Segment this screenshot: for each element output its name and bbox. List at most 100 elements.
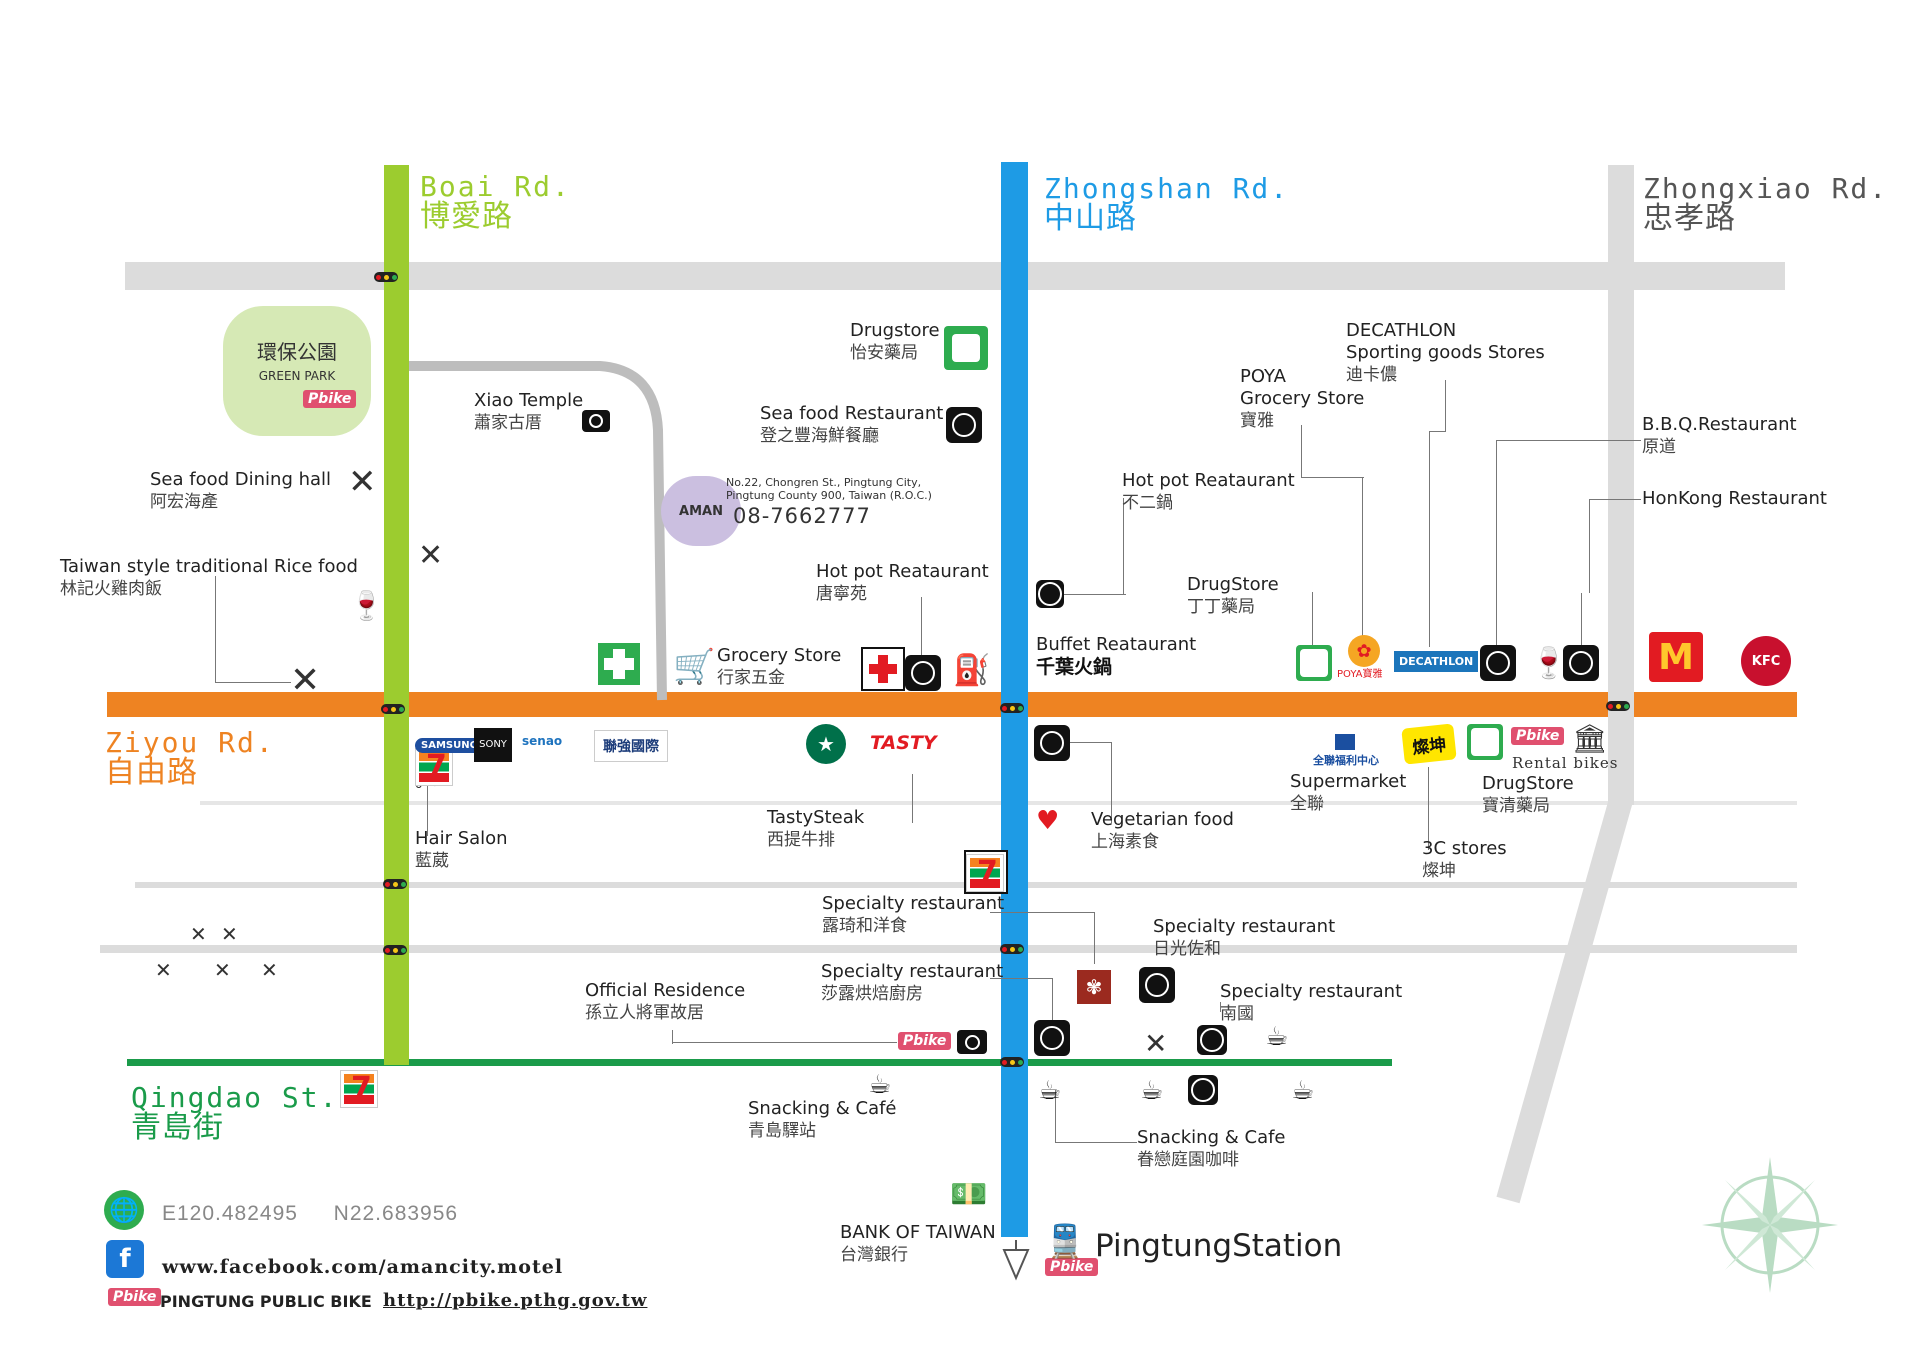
leader-line	[1123, 498, 1125, 594]
road-label-en: Boai Rd.	[420, 170, 571, 203]
leader-line	[1581, 593, 1591, 647]
road-label-zh: 中山路	[1044, 201, 1137, 236]
pbike-station-icon: Pbike	[1045, 1258, 1099, 1276]
coffee-cup-icon: ☕	[868, 1070, 892, 1100]
label-decathlon: DECATHLON Sporting goods Stores 迪卡儂	[1346, 320, 1545, 386]
pbike-station-icon: Pbike	[1511, 727, 1565, 745]
coffee-cup-icon: ☕	[1140, 1076, 1164, 1106]
road-label-en: Zhongshan Rd.	[1044, 172, 1290, 205]
lianqiang-logo: 聯強國際	[594, 730, 668, 762]
leader-line	[1589, 499, 1641, 501]
label-specialty-3: Specialty restaurant 莎露烘焙廚房	[821, 961, 1003, 1005]
drugstore-icon	[944, 326, 988, 370]
road-label-zh: 自由路	[105, 755, 198, 790]
globe-icon: 🌐	[104, 1190, 144, 1230]
label-vegetarian: Vegetarian food 上海素食	[1091, 809, 1234, 853]
label-official-residence: Official Residence 孫立人將軍故居	[585, 980, 745, 1024]
poya-logo: POYA寶雅	[1337, 669, 1383, 680]
senao-logo: senao	[522, 734, 563, 748]
label-rice-food: Taiwan style traditional Rice food 林記火雞肉…	[60, 556, 358, 600]
facebook-link[interactable]: www.facebook.com/amancity.motel	[162, 1256, 564, 1278]
gas-station-icon: ⛽	[953, 653, 991, 688]
seven-eleven-icon	[340, 1070, 378, 1108]
label-en: DECATHLON	[1346, 320, 1457, 341]
leader-line	[1040, 594, 1126, 596]
coord-n: N22.683956	[333, 1202, 459, 1225]
leader-line	[921, 597, 923, 659]
label-zh: 藍葳	[415, 851, 449, 871]
label-zh: 寶雅	[1240, 411, 1274, 431]
camera-icon	[957, 1030, 987, 1054]
motel-address-line1: No.22, Chongren St., Pingtung City,	[726, 476, 922, 489]
road-label-zhongxiao: Zhongxiao Rd. 忠孝路	[1643, 174, 1888, 234]
leader-line	[1428, 767, 1430, 850]
label-zh: 登之豐海鮮餐廳	[760, 426, 879, 446]
label-en: Hot pot Reataurant	[1122, 470, 1295, 491]
label-seafood-restaurant: Sea food Restaurant 登之豐海鮮餐廳	[760, 403, 943, 447]
wine-glass-icon: 🍷	[349, 589, 384, 622]
leader-line	[1362, 477, 1364, 647]
label-zh: 林記火雞肉飯	[60, 579, 162, 599]
label-en: Specialty restaurant	[822, 893, 1005, 914]
tsannkuen-text: 燦坤	[1411, 734, 1448, 759]
train-icon: 🚆	[1045, 1222, 1085, 1260]
label-seafood-hall: Sea food Dining hall 阿宏海產	[150, 469, 331, 513]
coffee-cup-icon: ☕	[1265, 1022, 1289, 1052]
compass-rose-icon	[1702, 1157, 1838, 1293]
green-park: 環保公園 GREEN PARK	[223, 306, 371, 436]
pxmart-icon	[1335, 734, 1355, 750]
seven-eleven-icon	[966, 854, 1004, 892]
label-en: HonKong Restaurant	[1642, 488, 1827, 509]
label-zh: 行家五金	[717, 668, 785, 688]
label-zh: 青島驛站	[748, 1121, 816, 1141]
label-en: POYA	[1240, 366, 1286, 387]
green-park-en: GREEN PARK	[258, 369, 336, 383]
label-zh: 怡安藥局	[850, 343, 918, 363]
label-hotpot-2: Hot pot Reataurant 不二鍋	[1122, 470, 1295, 514]
label-zh: 唐寧苑	[816, 584, 867, 604]
pbike-name: PINGTUNG PUBLIC BIKE	[160, 1292, 372, 1311]
leader-line	[1301, 425, 1364, 478]
pbike-url-link[interactable]: http://pbike.pthg.gov.tw	[383, 1290, 648, 1311]
label-zh: 阿宏海產	[150, 492, 218, 512]
cutlery-icon: ✕	[214, 958, 231, 982]
label-en: Vegetarian food	[1091, 809, 1234, 830]
leader-line	[672, 1042, 897, 1044]
label-en: Specialty restaurant	[821, 961, 1004, 982]
road-label-en: Zhongxiao Rd.	[1643, 172, 1889, 205]
label-en: TastySteak	[767, 807, 865, 828]
shopping-cart-icon: 🛒	[673, 647, 716, 687]
label-poya: POYA Grocery Store 寶雅	[1240, 366, 1364, 432]
label-en: Drugstore	[850, 320, 940, 341]
plate-icon	[1034, 1020, 1070, 1056]
road-boai	[384, 165, 409, 1065]
label-specialty-2: Specialty restaurant 日光佐和	[1153, 916, 1335, 960]
leader-line	[672, 1030, 674, 1044]
label-zh: 原道	[1642, 437, 1676, 457]
label-3c-stores: 3C stores 燦坤	[1422, 838, 1507, 882]
label-en: Specialty restaurant	[1153, 916, 1336, 937]
road-label-zh: 博愛路	[420, 199, 513, 234]
traffic-light-icon	[374, 272, 398, 282]
hospital-cross-icon	[861, 647, 905, 691]
label-specialty-4: Specialty restaurant 南國	[1220, 981, 1402, 1025]
leader-line	[1589, 499, 1591, 593]
label-hotpot-1: Hot pot Reataurant 唐寧苑	[816, 561, 989, 605]
label-zh: 南國	[1220, 1004, 1254, 1024]
leader-line	[1429, 431, 1445, 433]
wine-glass-icon: 🍷	[1530, 646, 1568, 681]
label-rental-bikes: Rental bikes	[1512, 752, 1618, 774]
label-zh: 孫立人將軍故居	[585, 1003, 704, 1023]
label-en: BANK OF TAIWAN	[840, 1222, 996, 1243]
cutlery-icon: ✕	[348, 462, 377, 502]
facebook-icon: f	[106, 1240, 144, 1278]
label-station: PingtungStation	[1095, 1228, 1343, 1264]
label-en: Rental bikes	[1512, 754, 1619, 772]
leader-line	[427, 780, 434, 836]
road-label-zh: 青島街	[131, 1110, 224, 1145]
label-en: DrugStore	[1187, 574, 1279, 595]
leader-line	[990, 912, 1094, 914]
motel-address-line2: Pingtung County 900, Taiwan (R.O.C.)	[726, 489, 932, 502]
